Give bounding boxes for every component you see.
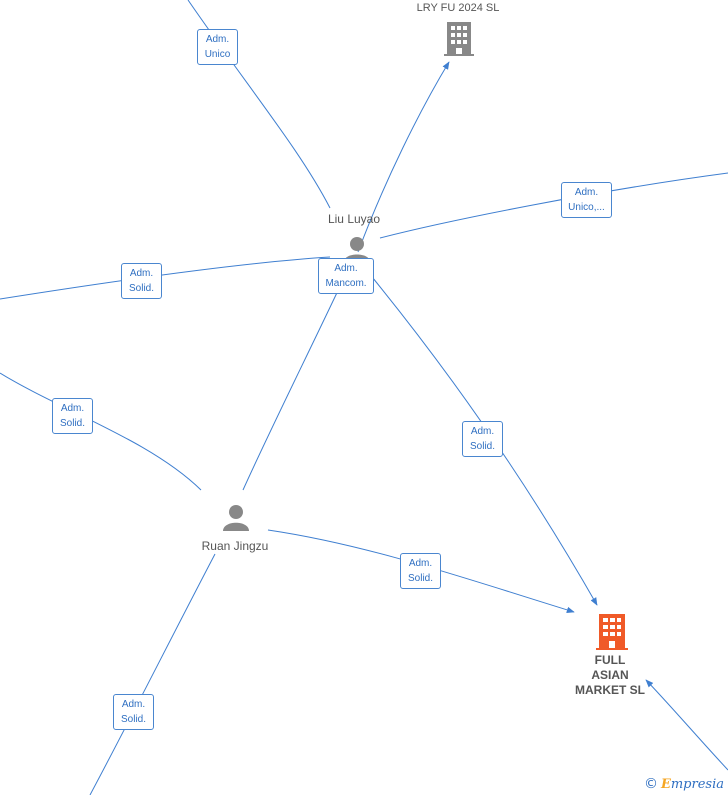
building-icon [444,22,474,56]
company-label-lry[interactable]: LRY FU 2024 SL [416,2,500,14]
edge-label-left-low[interactable]: Adm. Solid. [52,398,93,434]
edge-label-role: Adm. [470,426,495,437]
edge-right-to-liu [379,172,728,239]
edge-left-to-liu [0,256,331,300]
edge-liu-to-lry [357,61,450,253]
edge-label-role: Adm. [408,558,433,569]
edge-label-type: Solid. [59,418,85,429]
edge-label-role: Adm. [121,699,146,710]
person-label-ruan[interactable]: Ruan Jingzu [201,539,269,553]
company-label-line: FULL [594,653,626,667]
edge-ruan-to-bottom-left [89,553,216,795]
edge-label-right-top[interactable]: Adm. Unico,... [561,182,612,218]
edge-label-role: Adm. [574,187,599,198]
person-label-liu[interactable]: Liu Luyao [327,212,381,226]
edge-label-type: Solid. [128,283,154,294]
edge-label-top-left[interactable]: Adm. Unico [197,29,238,65]
edge-label-role: Adm. [129,268,154,279]
edge-liu-to-full [367,271,598,606]
person-icon [223,505,249,531]
company-label-full-asian-market[interactable]: FULL ASIAN MARKET SL [560,653,660,698]
edge-label-type: Unico [204,49,231,60]
edge-label-ruan-full[interactable]: Adm. Solid. [400,553,441,589]
edge-label-liu-full[interactable]: Adm. Solid. [462,421,503,457]
edge-left-to-ruan [0,372,202,491]
building-icon [596,614,628,650]
edge-label-type: Solid. [407,573,433,584]
edge-label-role: Adm. [205,34,230,45]
company-label-line: ASIAN [591,668,629,682]
edge-label-type: Solid. [120,714,146,725]
edge-liu-to-ruan [242,279,344,491]
copyright-symbol: © [643,776,658,792]
edge-label-center[interactable]: Adm. Mancom. [318,258,374,294]
edge-label-type: Unico,... [568,202,605,213]
edge-label-role: Adm. [334,263,358,274]
edge-label-type: Mancom. [325,278,367,289]
edge-bottom-right-to-full [645,679,728,771]
company-label-line: MARKET SL [575,683,645,697]
brand-initial: E [660,777,671,792]
empresia-logo: ©Empresia [644,776,724,792]
edge-label-type: Solid. [469,441,495,452]
edge-label-bottom-left[interactable]: Adm. Solid. [113,694,154,730]
edge-label-role: Adm. [60,403,85,414]
edge-label-left-mid[interactable]: Adm. Solid. [121,263,162,299]
brand-name: mpresia [670,777,724,792]
